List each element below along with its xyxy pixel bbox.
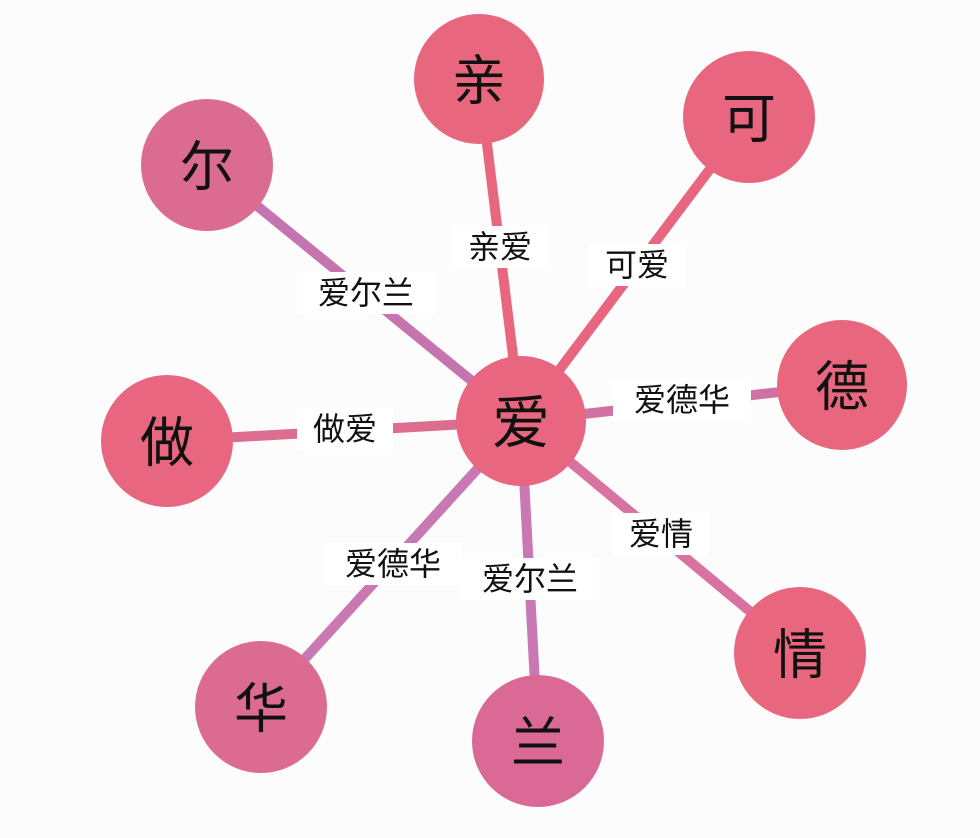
- edge-label-hua: 爱德华: [324, 543, 462, 585]
- node-lan[interactable]: 兰: [472, 675, 604, 807]
- edge-label-text: 爱德华: [345, 545, 441, 583]
- edge-label-background: [589, 244, 685, 286]
- edge-label-lan: 爱尔兰: [461, 558, 599, 600]
- node-label: 可: [722, 88, 776, 151]
- node-label: 兰: [511, 712, 565, 775]
- edge-label-er: 爱尔兰: [297, 272, 435, 314]
- node-circle: [472, 675, 604, 807]
- node-circle: [195, 641, 327, 773]
- edge-label-de: 爱德华: [613, 379, 751, 421]
- node-er[interactable]: 尔: [141, 99, 273, 231]
- edge-label-text: 爱情: [629, 515, 693, 553]
- edge-label-ke: 可爱: [589, 244, 685, 286]
- node-zuo[interactable]: 做: [101, 375, 233, 507]
- edge-label-background: [324, 543, 462, 585]
- node-ke[interactable]: 可: [683, 51, 815, 183]
- edge-label-background: [613, 379, 751, 421]
- node-circle: [777, 320, 907, 450]
- node-label: 华: [234, 678, 288, 741]
- node-center[interactable]: 爱: [456, 356, 586, 486]
- node-label: 爱: [492, 389, 550, 457]
- node-circle: [141, 99, 273, 231]
- edge-label-background: [613, 513, 709, 555]
- edge-label-text: 爱尔兰: [318, 274, 414, 312]
- edge-label-text: 亲爱: [468, 228, 532, 266]
- node-circle: [734, 587, 866, 719]
- edge-label-background: [461, 558, 599, 600]
- node-circle: [101, 375, 233, 507]
- edge-label-text: 做爱: [313, 410, 377, 448]
- node-hua[interactable]: 华: [195, 641, 327, 773]
- edge-label-background: [452, 226, 548, 268]
- edge-label-zuo: 做爱: [297, 408, 393, 450]
- edge-label-qin: 亲爱: [452, 226, 548, 268]
- node-label: 德: [815, 356, 869, 419]
- node-label: 亲: [452, 50, 506, 113]
- edge-label-text: 爱尔兰: [482, 560, 578, 598]
- node-label: 做: [140, 412, 194, 475]
- node-label: 情: [773, 624, 827, 687]
- edge-labels-layer: 亲爱可爱爱德华爱情爱尔兰爱德华做爱爱尔兰: [297, 226, 751, 600]
- edge-label-qing: 爱情: [613, 513, 709, 555]
- node-qing[interactable]: 情: [734, 587, 866, 719]
- node-de[interactable]: 德: [777, 320, 907, 450]
- node-circle: [414, 14, 544, 144]
- node-circle: [683, 51, 815, 183]
- node-qin[interactable]: 亲: [414, 14, 544, 144]
- edge-label-text: 可爱: [605, 246, 669, 284]
- node-circle: [456, 356, 586, 486]
- edge-label-text: 爱德华: [634, 381, 730, 419]
- edge-label-background: [297, 272, 435, 314]
- node-label: 尔: [180, 136, 234, 199]
- edge-label-background: [297, 408, 393, 450]
